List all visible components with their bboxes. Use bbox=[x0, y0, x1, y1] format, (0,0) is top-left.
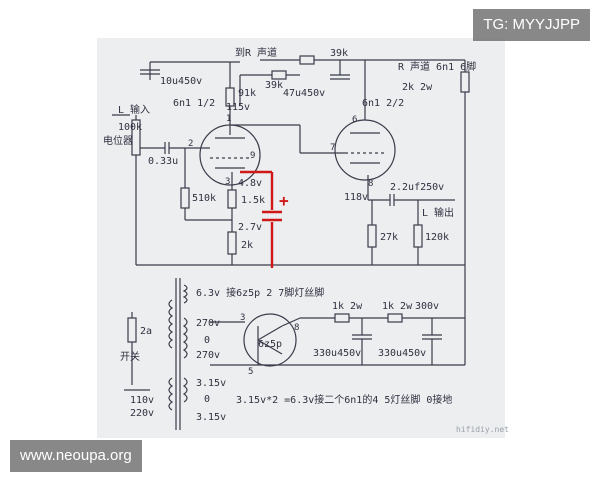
label-pin7: 7 bbox=[330, 143, 335, 153]
label-t270a: 270v bbox=[196, 318, 220, 329]
label-r2k2w: 2k 2w bbox=[402, 82, 433, 93]
label-fuse: 2a bbox=[140, 326, 152, 337]
label-v27: 2.7v bbox=[238, 222, 262, 233]
label-t0: 0 bbox=[204, 335, 210, 346]
label-r-channel: R 声道 6n1 6脚 bbox=[398, 60, 476, 73]
label-cap330a: 330u450v bbox=[313, 348, 361, 359]
label-v118: 118v bbox=[344, 192, 368, 203]
label-pin1: 1 bbox=[226, 114, 231, 124]
site-mark: hifidiy.net bbox=[456, 425, 509, 434]
label-pin6: 6 bbox=[352, 115, 357, 125]
label-r510k: 510k bbox=[192, 193, 216, 204]
label-t270b: 270v bbox=[196, 350, 220, 361]
watermark-bottom: www.neoupa.org bbox=[10, 440, 142, 472]
label-cap47: 47u450v bbox=[283, 88, 325, 99]
label-cap22: 2.2uf250v bbox=[390, 182, 444, 193]
label-pin8: 8 bbox=[368, 179, 373, 189]
label-tube1: 6n1 1/2 bbox=[173, 98, 215, 109]
label-mains220: 220v bbox=[130, 408, 154, 419]
labels: 到R 声道 39k 39k 47u450v R 声道 6n1 6脚 2k 2w … bbox=[103, 46, 509, 434]
label-output-l: L 输出 bbox=[422, 206, 454, 219]
paper-sheet bbox=[97, 38, 505, 438]
label-r91k: 91k bbox=[238, 88, 256, 99]
label-t315b: 3.15v bbox=[196, 412, 226, 423]
label-r2k: 2k bbox=[241, 240, 253, 251]
label-r15k: 1.5k bbox=[241, 195, 265, 206]
watermark-top: TG: MYYJJPP bbox=[473, 9, 590, 41]
red-modification bbox=[240, 170, 282, 268]
label-r27k: 27k bbox=[380, 232, 398, 243]
label-cap330b: 330u450v bbox=[378, 348, 426, 359]
label-t315a: 3.15v bbox=[196, 378, 226, 389]
label-r39k-mid: 39k bbox=[265, 80, 283, 91]
label-rectifier: 6z5p bbox=[258, 339, 282, 350]
label-pot: 100k bbox=[118, 122, 142, 133]
label-r1k2w-b: 1k 2w bbox=[382, 301, 413, 312]
label-r120k: 120k bbox=[425, 232, 449, 243]
label-heater2: 3.15v*2 =6.3v接二个6n1的4 5灯丝脚 0接地 bbox=[236, 393, 452, 406]
label-v115: 115v bbox=[226, 102, 250, 113]
wires bbox=[112, 55, 470, 430]
label-v300: 300v bbox=[415, 301, 439, 312]
label-to-r: 到R 声道 bbox=[235, 46, 277, 59]
label-pin3: 3 bbox=[225, 177, 230, 187]
label-rp3: 3 bbox=[240, 313, 245, 323]
label-tube2: 6n1 2/2 bbox=[362, 98, 404, 109]
label-cap10: 10u450v bbox=[160, 76, 202, 87]
label-switch: 开关 bbox=[120, 350, 140, 363]
label-mains110: 110v bbox=[130, 395, 154, 406]
label-pin2: 2 bbox=[188, 139, 193, 149]
label-v48: 4.8v bbox=[238, 178, 262, 189]
label-pin9: 9 bbox=[250, 151, 255, 161]
label-pot-name: 电位器 bbox=[103, 134, 133, 147]
label-r39k-top: 39k bbox=[330, 48, 348, 59]
label-plus: + bbox=[279, 191, 289, 210]
label-rp5: 5 bbox=[248, 367, 253, 377]
label-cap033: 0.33u bbox=[148, 156, 178, 167]
label-input-l: L 输入 bbox=[118, 103, 150, 116]
label-rp8: 8 bbox=[294, 323, 299, 333]
label-t0b: 0 bbox=[204, 394, 210, 405]
label-r1k2w-a: 1k 2w bbox=[332, 301, 363, 312]
label-heater-note: 6.3v 接6z5p 2 7脚灯丝脚 bbox=[196, 286, 324, 299]
